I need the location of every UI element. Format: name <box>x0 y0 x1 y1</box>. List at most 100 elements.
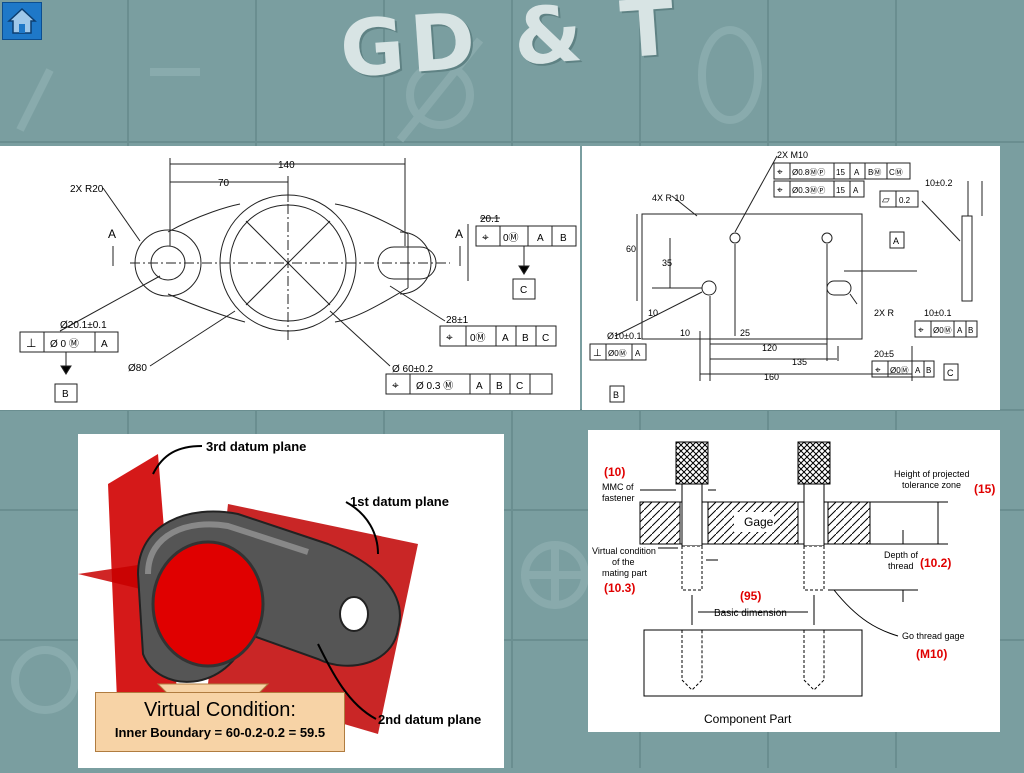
fcf-slot-c: C <box>542 333 549 344</box>
fcf2-a: A <box>853 186 859 195</box>
fcf1-b: BⓂ <box>868 168 881 177</box>
datum-diagram-panel: 3rd datum plane 1st datum plane 2nd datu… <box>78 434 504 768</box>
virtual-condition-callout: Virtual Condition: Inner Boundary = 60-0… <box>95 692 345 752</box>
fcf-slot-symbol: ⌖ <box>446 330 453 344</box>
drawing-panel-2: 2X M10 ⌖ Ø0.8ⓂⓅ 15 A BⓂ CⓂ ⌖ Ø0.3ⓂⓅ 15 A… <box>582 146 1000 410</box>
mmc-label-1: MMC of <box>602 482 634 492</box>
fcf2-symbol: ⌖ <box>777 185 783 196</box>
fcf1-a: A <box>854 168 860 177</box>
fcf1-tol: Ø0.8ⓂⓅ <box>792 168 825 177</box>
mmc-label-2: fastener <box>602 493 635 503</box>
hole-dim: Ø20.1±0.1 <box>60 320 107 331</box>
depth-value: (10.2) <box>920 556 951 570</box>
radius-label-2: 4X R 10 <box>652 193 685 203</box>
drawing-panel-1: 140 70 2X R20 A A 20.1 ⌖ 0Ⓜ A B C Ø20.1±… <box>0 146 580 410</box>
fcf-slot-b: B <box>522 333 529 344</box>
fcf-pos-symbol: ⌖ <box>918 325 924 336</box>
fcf-bore-c: C <box>516 381 523 392</box>
mmc-value: (10) <box>604 465 625 479</box>
component-part-block <box>643 629 863 697</box>
fcf-pos-a: A <box>957 326 963 335</box>
part-drawing-2: 2X M10 ⌖ Ø0.8ⓂⓅ 15 A BⓂ CⓂ ⌖ Ø0.3ⓂⓅ 15 A… <box>589 150 983 403</box>
fcf-right-symbol: ⌖ <box>482 230 489 244</box>
basic-value: (95) <box>740 589 761 603</box>
go-gage-value: (M10) <box>916 647 947 661</box>
dim-25: 25 <box>740 328 750 338</box>
dim-70: 70 <box>218 178 230 189</box>
dim-20: 20±5 <box>874 349 894 359</box>
part-drawing-1: 140 70 2X R20 A A 20.1 ⌖ 0Ⓜ A B C Ø20.1±… <box>19 158 577 403</box>
fcf-perp2-tol: Ø0Ⓜ <box>608 349 627 358</box>
fcf2-15: 15 <box>836 186 845 195</box>
virtual-condition-formula: Inner Boundary = 60-0.2-0.2 = 59.5 <box>114 725 326 740</box>
dim-60: Ø 60±0.2 <box>392 364 434 375</box>
first-datum-label: 1st datum plane <box>350 494 449 509</box>
fcf-slot2-b: B <box>926 366 931 375</box>
fcf-slot2-tol: Ø0Ⓜ <box>890 366 909 375</box>
depth-label-2: thread <box>888 561 914 571</box>
bore-circle <box>151 540 265 668</box>
third-datum-label: 3rd datum plane <box>206 439 306 454</box>
fcf-perp2-a: A <box>635 349 641 358</box>
fcf-perp-a: A <box>101 339 108 350</box>
second-datum-label: 2nd datum plane <box>378 712 481 727</box>
fcf-slot2-a: A <box>915 366 921 375</box>
fcf-pos-b: B <box>968 326 973 335</box>
datum-b-label: B <box>62 389 69 400</box>
pin-head-right <box>797 441 831 485</box>
dim-10-01: 10±0.1 <box>924 308 951 318</box>
section-a-right: A <box>455 227 463 241</box>
flatness-tol: 0.2 <box>899 196 911 205</box>
fcf1-15: 15 <box>836 168 845 177</box>
hole-dim-2: Ø10±0.1 <box>607 331 641 341</box>
fcf-perp-tol: Ø 0 Ⓜ <box>50 338 79 350</box>
section-a-left: A <box>108 227 116 241</box>
virtual-condition-title: Virtual Condition: <box>144 699 296 721</box>
go-gage-label: Go thread gage <box>902 631 965 641</box>
gage-diagram-panel: Gage (10) MMC of fastener Height of proj… <box>588 430 1000 732</box>
dim-35: 35 <box>662 258 672 268</box>
basic-label: Basic dimension <box>714 608 787 619</box>
slot-radius: 2X R <box>874 308 895 318</box>
fcf-bore-tol: Ø 0.3 Ⓜ <box>416 380 453 392</box>
radius-label: 2X R20 <box>70 184 104 195</box>
height-label-1: Height of projected <box>894 469 970 479</box>
home-icon <box>7 7 37 34</box>
dim-160: 160 <box>764 372 779 382</box>
vc-label-3: mating part <box>602 568 648 578</box>
dim-60-v: 60 <box>626 244 636 254</box>
slot-hole <box>339 596 369 632</box>
dim-135: 135 <box>792 357 807 367</box>
fcf-slot2-symbol: ⌖ <box>875 365 881 376</box>
datum-c-label: C <box>520 285 527 296</box>
dim-28: 28±1 <box>446 315 469 326</box>
fcf-right-tol: 0Ⓜ <box>503 232 519 244</box>
thickness-dim: 10±0.2 <box>925 178 952 188</box>
component-label: Component Part <box>704 712 792 726</box>
datum-a-label-2: A <box>893 236 899 246</box>
home-button[interactable] <box>2 2 42 40</box>
flatness-symbol: ▱ <box>882 195 890 206</box>
fcf-right-b: B <box>560 233 567 244</box>
fcf-right-a: A <box>537 233 544 244</box>
datum-planes-3d: 3rd datum plane 1st datum plane 2nd datu… <box>78 439 481 734</box>
datum-c-label-2: C <box>947 368 954 378</box>
dim-140: 140 <box>278 160 295 171</box>
fcf1-c: CⓂ <box>889 168 903 177</box>
pin-head-left <box>675 441 709 485</box>
fcf-slot-a: A <box>502 333 509 344</box>
fcf-slot-tol: 0Ⓜ <box>470 332 486 344</box>
dim-10-a: 10 <box>648 308 658 318</box>
depth-label-1: Depth of <box>884 550 919 560</box>
vc-value: (10.3) <box>604 581 635 595</box>
height-label-2: tolerance zone <box>902 480 961 490</box>
fcf-bore-symbol: ⌖ <box>392 378 399 392</box>
fcf-bore-b: B <box>496 381 503 392</box>
fcf-bore-a: A <box>476 381 483 392</box>
height-value: (15) <box>974 482 995 496</box>
dim-20-1: 20.1 <box>480 214 500 225</box>
fcf-pos-tol: Ø0Ⓜ <box>933 326 952 335</box>
projected-tolerance-gage: Gage (10) MMC of fastener Height of proj… <box>592 441 995 726</box>
datum-b-label-2: B <box>613 390 619 400</box>
dim-10-b: 10 <box>680 328 690 338</box>
